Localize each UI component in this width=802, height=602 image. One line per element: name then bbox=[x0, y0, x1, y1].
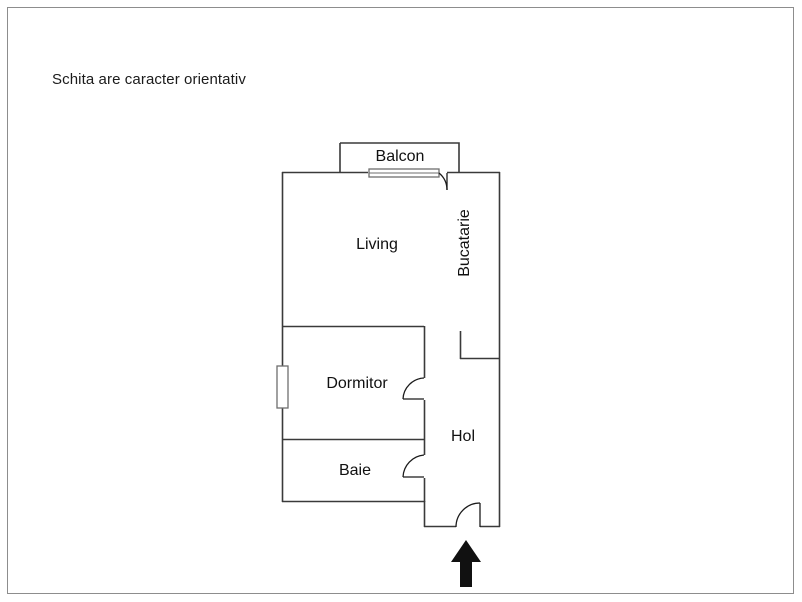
bedroom-window-icon bbox=[276, 365, 289, 409]
entrance-direction-arrow-icon bbox=[451, 540, 481, 587]
room-bucatarie: Bucatarie bbox=[456, 209, 500, 360]
bedroom-door-swing-icon bbox=[402, 377, 425, 400]
room-living: Living bbox=[356, 236, 398, 253]
room-label-dormitor: Dormitor bbox=[326, 375, 388, 392]
balcony-glazing-icon bbox=[368, 168, 440, 178]
balcony-door-swing-icon bbox=[438, 172, 448, 191]
balcon-walls bbox=[339, 142, 460, 173]
room-dormitor: Dormitor bbox=[283, 325, 426, 439]
room-label-baie: Baie bbox=[339, 462, 371, 479]
entrance-door-swing-icon bbox=[455, 502, 481, 528]
room-label-balcon: Balcon bbox=[376, 148, 425, 165]
bathroom-door-swing-icon bbox=[402, 454, 425, 478]
room-label-hol: Hol bbox=[451, 428, 475, 445]
room-label-bucatarie: Bucatarie bbox=[456, 209, 473, 277]
apartment-outline bbox=[281, 171, 501, 528]
page-title: Schita are caracter orientativ bbox=[52, 71, 246, 88]
room-label-living: Living bbox=[356, 236, 398, 253]
room-baie: Baie bbox=[283, 438, 426, 502]
room-hol: Hol bbox=[451, 428, 475, 445]
room-balcon: Balcon bbox=[339, 142, 460, 174]
